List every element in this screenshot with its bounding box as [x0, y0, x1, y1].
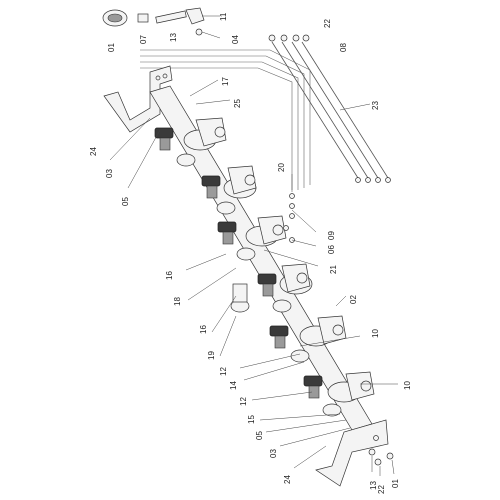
- callout-25: 25: [233, 99, 242, 108]
- cap-inner: [107, 13, 123, 23]
- hose-fitting: [302, 34, 310, 42]
- stem-part: [155, 10, 187, 24]
- manifold-assembly: [149, 85, 375, 431]
- valve-unit-3: [217, 215, 287, 247]
- top-bracket: [103, 65, 173, 133]
- callout-17: 17: [221, 77, 230, 86]
- washer-part: [195, 28, 203, 36]
- callout-01-bottom: 01: [391, 479, 400, 488]
- bottom-small-fittings: [368, 448, 394, 466]
- hose-fitting: [268, 34, 276, 42]
- valve-unit-1: [154, 117, 227, 151]
- callout-16a: 16: [165, 271, 174, 280]
- callout-labels: 01 07 13 11 04 22 08 17 25 23 24 03 05 2…: [89, 12, 412, 494]
- hose-fitting: [355, 177, 361, 183]
- valve-body-part: [185, 7, 205, 25]
- valve-unit-6: [303, 371, 375, 403]
- callout-05-bottom: 05: [255, 431, 264, 440]
- hose-fitting: [280, 34, 288, 42]
- callout-12b: 12: [239, 397, 248, 406]
- callout-02: 02: [349, 295, 358, 304]
- callout-05: 05: [121, 197, 130, 206]
- valve-unit-4: [257, 263, 313, 297]
- callout-10b: 10: [403, 381, 412, 390]
- callout-21: 21: [329, 265, 338, 274]
- callout-08: 08: [339, 43, 348, 52]
- pipe-rails: [140, 49, 311, 192]
- callout-22-bottom: 22: [377, 485, 386, 494]
- callout-04: 04: [231, 35, 240, 44]
- callout-13-bottom: 13: [369, 481, 378, 490]
- loose-fitting: [230, 283, 250, 313]
- callout-14: 14: [229, 381, 238, 390]
- callout-01: 01: [107, 43, 116, 52]
- hose-fitting: [365, 177, 371, 183]
- callout-16b: 16: [199, 325, 208, 334]
- callout-11: 11: [219, 12, 228, 21]
- bottom-bracket: [315, 419, 389, 487]
- callout-03-bottom: 03: [269, 449, 278, 458]
- callout-12a: 12: [219, 367, 228, 376]
- callout-03: 03: [105, 169, 114, 178]
- callout-23: 23: [371, 101, 380, 110]
- callout-13: 13: [169, 33, 178, 42]
- callout-24: 24: [89, 147, 98, 156]
- callout-22: 22: [323, 19, 332, 28]
- callout-20: 20: [277, 163, 286, 172]
- top-small-parts: [102, 7, 205, 36]
- valve-unit-5: [269, 315, 347, 349]
- callout-07: 07: [139, 35, 148, 44]
- hose-fitting: [375, 177, 381, 183]
- hose-fitting: [385, 177, 391, 183]
- callout-19: 19: [207, 351, 216, 360]
- side-fittings: [283, 193, 295, 243]
- callout-18: 18: [173, 297, 182, 306]
- callout-06: 06: [327, 245, 336, 254]
- callout-15: 15: [247, 415, 256, 424]
- callout-10a: 10: [371, 329, 380, 338]
- callout-24-bottom: 24: [283, 475, 292, 484]
- hose-fitting: [292, 34, 300, 42]
- valve-unit-2: [201, 165, 257, 199]
- hose-set: [268, 34, 391, 183]
- callout-09: 09: [327, 231, 336, 240]
- leader-lines: [109, 15, 398, 476]
- nut-part: [137, 13, 149, 23]
